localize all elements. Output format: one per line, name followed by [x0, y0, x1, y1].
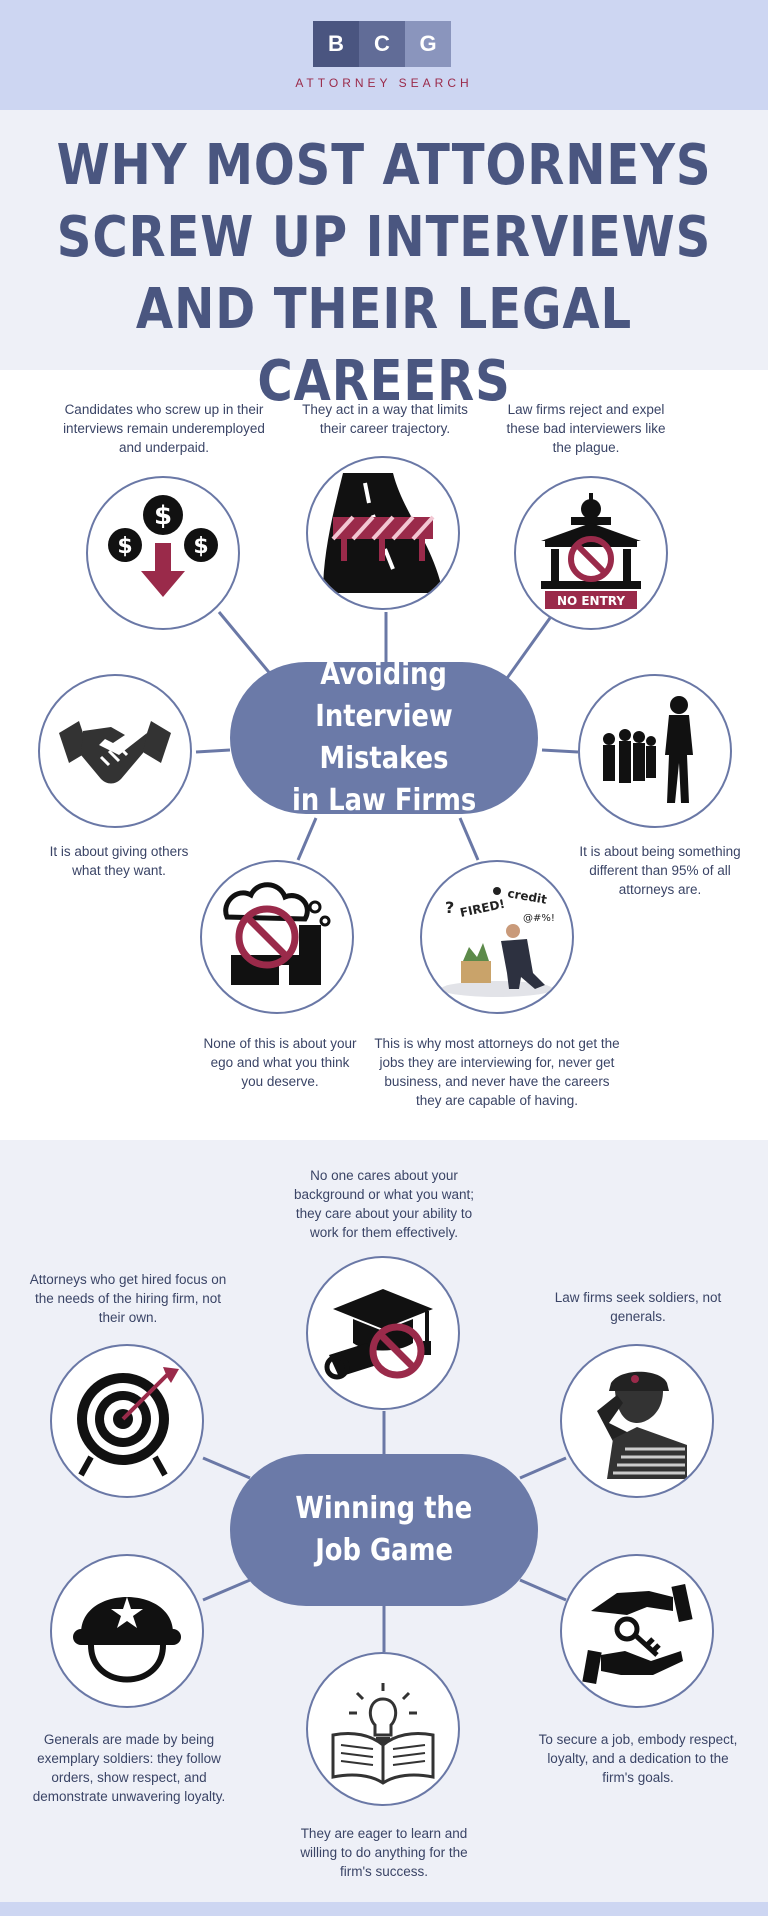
army-helmet-icon — [73, 1597, 181, 1683]
svg-text:$: $ — [117, 534, 132, 559]
caption-underpaid: Candidates who screw up in their intervi… — [63, 402, 265, 455]
credit-text: credit — [506, 886, 548, 907]
svg-text:$: $ — [193, 534, 208, 559]
title-line-3: AND THEIR LEGAL CAREERS — [135, 277, 633, 414]
hub2-line-2: Job Game — [315, 1533, 453, 1568]
swear-text: @#%! — [523, 913, 555, 924]
circle-key-handover — [560, 1554, 714, 1708]
logo-letter-b: B — [313, 21, 359, 67]
svg-text:?: ? — [445, 898, 454, 917]
svg-text:$: $ — [154, 501, 172, 531]
book-lightbulb-icon — [331, 1683, 435, 1785]
circle-fired: ? FIRED! credit @#%! — [420, 860, 574, 1014]
hub1-line-2: Interview Mistakes — [315, 699, 453, 776]
hub1-line-1: Avoiding — [320, 657, 448, 692]
circle-road-barrier — [306, 456, 460, 610]
caption-rejected: Law firms reject and expel these bad int… — [506, 402, 666, 455]
caption-focus-needs: Attorneys who get hired focus on the nee… — [29, 1272, 227, 1325]
circle-book-lightbulb — [306, 1652, 460, 1806]
circle-no-ego — [200, 860, 354, 1014]
title-line-2: SCREW UP INTERVIEWS — [56, 205, 712, 270]
circle-army-helmet — [50, 1554, 204, 1708]
bcg-logo[interactable]: B C G — [313, 21, 451, 67]
caption-ego: None of this is about your ego and what … — [203, 1036, 357, 1089]
page-title: WHY MOST ATTORNEYS SCREW UP INTERVIEWS A… — [54, 130, 714, 418]
caption-secure-job: To secure a job, embody respect, loyalty… — [538, 1732, 738, 1785]
key-handover-icon — [582, 1583, 693, 1684]
hub2-line-1: Winning the — [295, 1491, 473, 1526]
title-line-1: WHY MOST ATTORNEYS — [56, 133, 712, 198]
no-entry-text: NO ENTRY — [557, 594, 625, 608]
road-barrier-icon — [323, 473, 443, 593]
caption-why-fail: This is why most attorneys do not get th… — [374, 1036, 620, 1108]
caption-different: It is about being something different th… — [579, 844, 741, 897]
footer-band — [0, 1902, 768, 1916]
handshake-icon — [59, 721, 171, 784]
title-band — [0, 110, 768, 370]
fired-text: FIRED! — [459, 897, 506, 920]
fired-person-icon: ? FIRED! credit @#%! — [441, 886, 555, 997]
caption-no-one-cares: No one cares about your background or wh… — [293, 1168, 475, 1240]
circle-standout — [578, 674, 732, 828]
circle-money-down: $ $ $ — [86, 476, 240, 630]
caption-giving-others: It is about giving others what they want… — [49, 844, 189, 878]
caption-career-trajectory: They act in a way that limits their care… — [302, 402, 468, 436]
saluting-soldier-icon — [597, 1371, 687, 1479]
no-graduation-icon — [324, 1289, 433, 1380]
logo-letter-g: G — [405, 21, 451, 67]
hub-winning-job-game: Winning the Job Game — [230, 1454, 538, 1606]
logo-letter-c: C — [359, 21, 405, 67]
circle-no-graduation — [306, 1256, 460, 1410]
hub1-line-3: in Law Firms — [291, 783, 477, 818]
caption-generals: Generals are made by being exemplary sol… — [32, 1732, 226, 1804]
no-entry-building-icon: NO ENTRY — [541, 493, 641, 609]
circle-saluting-soldier — [560, 1344, 714, 1498]
logo-subtitle: ATTORNEY SEARCH — [295, 76, 473, 90]
standout-person-icon — [603, 696, 693, 803]
circle-target — [50, 1344, 204, 1498]
circle-no-entry: NO ENTRY — [514, 476, 668, 630]
caption-soldiers: Law firms seek soldiers, not generals. — [554, 1290, 722, 1324]
target-icon — [77, 1367, 179, 1477]
circle-handshake — [38, 674, 192, 828]
money-down-icon: $ $ $ — [108, 495, 218, 597]
hub-avoiding-mistakes: Avoiding Interview Mistakes in Law Firms — [230, 657, 538, 818]
caption-eager-learn: They are eager to learn and willing to d… — [300, 1826, 468, 1879]
no-ego-icon — [223, 882, 331, 985]
